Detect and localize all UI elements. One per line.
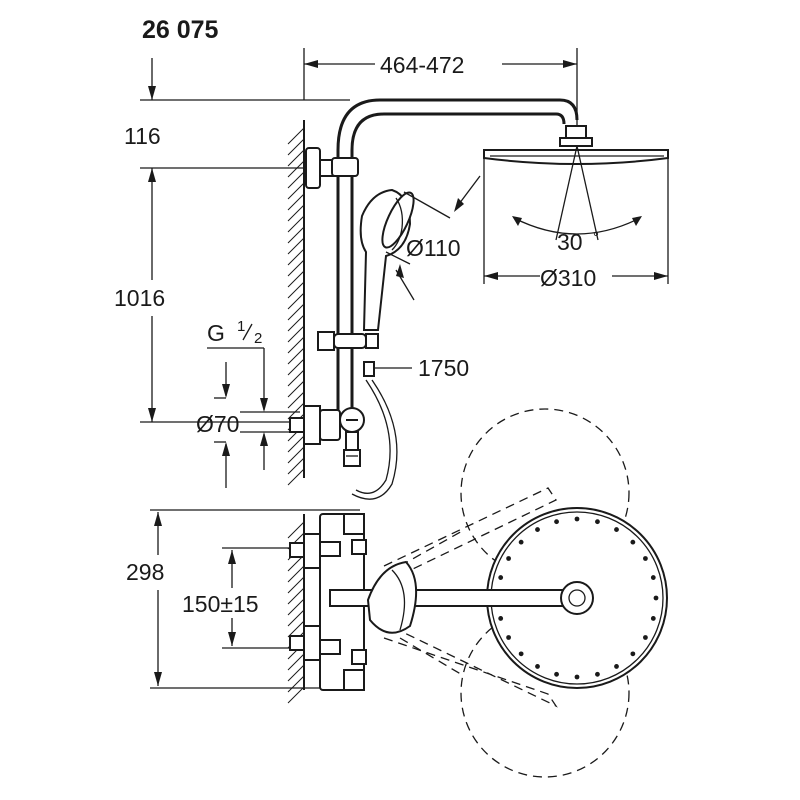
head-diameter-label: Ø310: [540, 265, 596, 291]
wall-hatch-line: [287, 435, 305, 453]
nozzle-dot: [630, 539, 636, 545]
hand-shower: Ø110: [359, 175, 481, 331]
wall-hatch-line: [287, 402, 305, 420]
wall-hatch-line: [287, 336, 305, 354]
nozzle-dot: [518, 539, 524, 545]
nozzle-dot: [650, 575, 656, 580]
nozzle-dot: [650, 616, 656, 621]
nozzle-dot: [518, 651, 524, 657]
wall-hatch-line: [287, 149, 305, 167]
nozzle-dot: [595, 671, 600, 677]
wall-hatch-line: [287, 259, 305, 277]
wall-hatch-line: [287, 664, 305, 682]
top-offset-label: 116: [124, 123, 161, 149]
thread-denominator: 2: [254, 330, 262, 347]
wall-hatch-line: [287, 358, 305, 376]
wall-hatch-line: [287, 675, 305, 693]
wall-hatch-line: [287, 468, 305, 486]
wall-hatch-line: [287, 270, 305, 288]
hand-shower-diameter-label: Ø110: [406, 235, 461, 261]
nozzle-dot: [554, 519, 559, 525]
wall-hatch-line: [287, 171, 305, 189]
tilt-unit-label: °: [593, 229, 599, 246]
nozzle-dot: [535, 664, 540, 669]
model-number: 26 075: [142, 16, 219, 44]
wall-hatch-line: [287, 303, 305, 321]
wall-hatch-line: [287, 138, 305, 156]
rain-shower-head: Ø310 30 °: [483, 145, 669, 291]
wall-hatch-line: [287, 576, 305, 594]
nozzle-dot: [498, 575, 504, 580]
shower-riser: [305, 98, 593, 410]
wall-hatch-line: [287, 215, 305, 233]
nozzle-dot: [498, 616, 504, 621]
nozzle-dot: [506, 635, 511, 640]
wall-hatch-line: [287, 598, 305, 616]
wall-hatch-line: [287, 226, 305, 244]
nozzle-dot: [574, 516, 580, 522]
thermostat-height-label: 298: [126, 559, 164, 585]
wall-hatch-line: [287, 193, 305, 211]
nozzle-dot: [554, 671, 559, 677]
thread-label: G: [207, 320, 225, 346]
vertical-dimensions: 116 1016: [114, 58, 350, 423]
wall-hatch-line: [287, 521, 305, 539]
nozzle-dot: [574, 674, 580, 680]
wall-hatch-line: [287, 391, 305, 409]
arm-length-dimension: 464-472: [303, 48, 578, 128]
wall-hatch-line: [287, 325, 305, 343]
wall-hatch-line: [287, 204, 305, 222]
height-label: 1016: [114, 285, 165, 311]
wall-hatch-line: [287, 314, 305, 332]
nozzle-dot: [506, 556, 511, 561]
nozzle-dot: [535, 527, 540, 532]
wall-hatch-line: [287, 653, 305, 671]
wall-hatch-line: [287, 686, 305, 704]
nozzle-dot: [614, 664, 619, 669]
nozzle-dot: [643, 635, 648, 640]
wall-hatch-line: [287, 160, 305, 178]
thread-dimension: G 1 2: [207, 318, 300, 470]
wall-hatch-line: [287, 127, 305, 145]
wall-hatch-line: [287, 347, 305, 365]
rosette-dimension: Ø70: [196, 362, 239, 488]
wall-hatch-line: [287, 292, 305, 310]
wall-hatch-line: [287, 620, 305, 638]
wall-hatch-line: [287, 457, 305, 475]
nozzle-dot: [630, 651, 636, 657]
nozzle-dot: [643, 556, 648, 561]
wall-hatch-line: [287, 565, 305, 583]
wall-hatch-line: [287, 587, 305, 605]
tilt-angle-label: 30: [557, 229, 583, 255]
thermostat-side-view: [289, 405, 365, 467]
wall-hatch-line: [287, 248, 305, 266]
wall-hatch-line: [287, 446, 305, 464]
thread-numerator: 1: [237, 318, 245, 335]
nozzle-dot: [614, 527, 619, 532]
rosette-diameter-label: Ø70: [196, 411, 239, 437]
wall-hatch-line: [287, 281, 305, 299]
arm-length-label: 464-472: [380, 52, 464, 78]
wall-hatch-line: [287, 380, 305, 398]
nozzle-dot: [653, 595, 659, 601]
slider-and-hose: 1750: [317, 331, 469, 500]
wall-hatch-line: [287, 182, 305, 200]
inlet-spacing-label: 150±15: [182, 591, 259, 617]
thermostat-dimensions: 298 150±15: [126, 509, 360, 689]
wall-hatch-line: [287, 237, 305, 255]
hose-length-label: 1750: [418, 355, 469, 381]
wall-hatch-line: [287, 369, 305, 387]
shower-head-top-view: [329, 507, 668, 689]
wall-hatch-line: [287, 609, 305, 627]
nozzle-dot: [595, 519, 600, 525]
